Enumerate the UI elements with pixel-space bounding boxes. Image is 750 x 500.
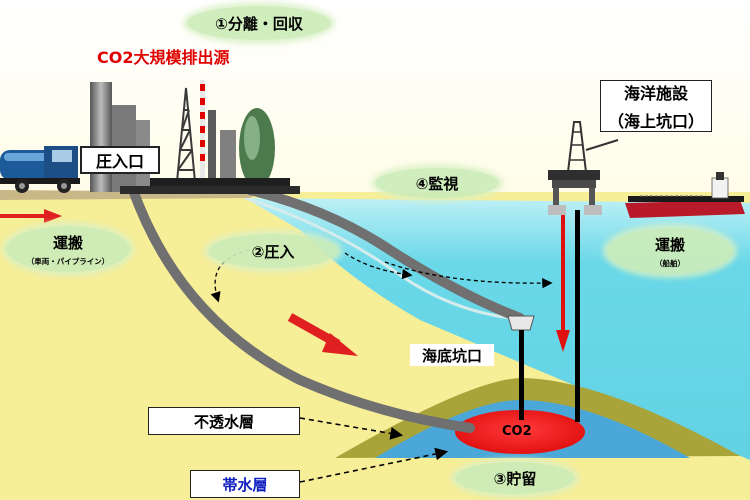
seabed-wellhead-label: 海底坑口: [410, 344, 494, 366]
aquifer-label: 帯水層: [190, 470, 300, 498]
aquifer-leader: [299, 447, 449, 483]
subsea-pipeline: [245, 185, 525, 323]
land-transport-label: 運搬 （車両・パイプライン）: [6, 226, 130, 272]
aquifer-text: 帯水層: [222, 475, 268, 494]
seabed-line: [244, 196, 511, 320]
monitoring-text: ④監視: [415, 174, 459, 193]
migration-arrowhead: [322, 333, 358, 356]
ship-illustration: [625, 172, 745, 218]
injection-leader-3: [384, 261, 553, 289]
injection-arrowhead-offshore: [556, 330, 570, 352]
co2-label: CO2: [502, 424, 532, 439]
sea-transport-subtext: （船舶）: [655, 258, 685, 268]
offshore-facility-line2: （海上坑口）: [607, 112, 704, 131]
monitoring-label: ④監視: [375, 168, 499, 198]
injection-arrow-offshore: [561, 212, 565, 332]
seabed-wellhead-icon: [507, 315, 535, 331]
sea-transport-label: 運搬 （船舶）: [607, 228, 733, 274]
separation-text: ①分離・回収: [215, 14, 303, 33]
sea-transport-text: 運搬: [654, 235, 685, 254]
land-transport-text: 運搬: [52, 233, 83, 252]
offshore-facility-label: 海洋施設 （海上坑口）: [600, 80, 712, 132]
land-transport-arrowhead: [44, 209, 62, 223]
storage-label: ③貯留: [455, 462, 575, 494]
storage-text: ③貯留: [493, 469, 537, 488]
caprock-leader: [299, 417, 404, 440]
injection-text: ②圧入: [251, 242, 295, 261]
onshore-injection-pipe: [128, 185, 475, 433]
land-transport-subtext: （車両・パイプライン）: [26, 256, 110, 266]
offshore-platform-illustration: [548, 121, 619, 215]
injection-label: ②圧入: [208, 234, 338, 268]
injection-port-label: 圧入口: [80, 146, 160, 174]
caprock-label: 不透水層: [148, 407, 300, 435]
offshore-facility-line1: 海洋施設: [623, 84, 688, 103]
well-from-platform: [575, 210, 580, 422]
co2-plume: [455, 410, 585, 454]
source-label: CO2大規模排出源: [95, 48, 232, 67]
well-from-seabed: [519, 330, 524, 420]
truck-illustration: [0, 146, 80, 193]
separation-capture-label: ①分離・回収: [187, 6, 331, 40]
